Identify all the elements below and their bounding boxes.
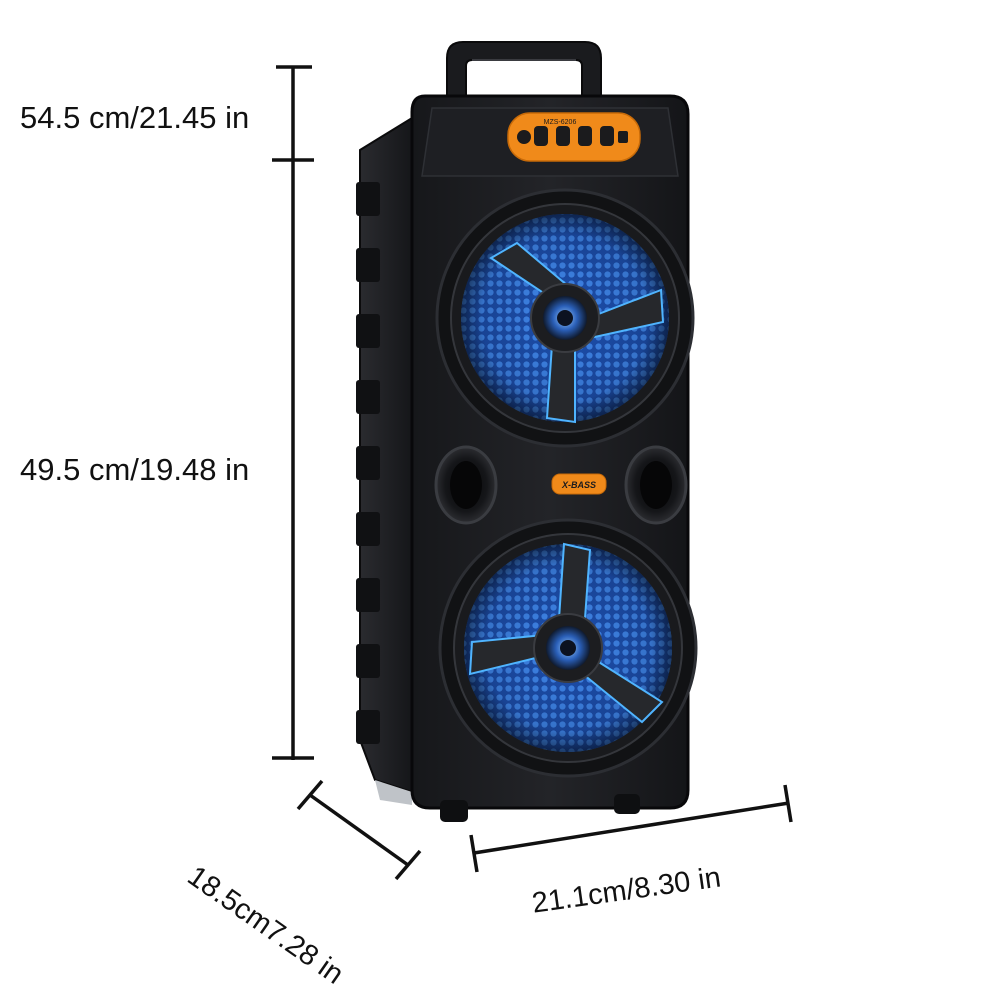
control-button (578, 126, 592, 146)
model-number: MZS-6206 (544, 119, 577, 126)
control-button (556, 126, 570, 146)
side-panel (356, 116, 413, 805)
total-height-label: 54.5 cm/21.45 in (20, 100, 250, 135)
badge-text: X-BASS (561, 480, 596, 490)
control-panel: MZS-6206 (507, 112, 641, 162)
x-bass-badge: X-BASS (551, 473, 607, 495)
body-height-label: 49.5 cm/19.48 in (20, 452, 250, 487)
upper-woofer (435, 188, 695, 448)
control-button (600, 126, 614, 146)
depth-dimension-line (296, 779, 422, 881)
height-dimension-line (272, 65, 314, 760)
left-bass-port (434, 445, 498, 525)
right-bass-port (624, 445, 688, 525)
control-button (534, 126, 548, 146)
lower-woofer (438, 518, 698, 778)
width-dimension-line (469, 784, 793, 873)
